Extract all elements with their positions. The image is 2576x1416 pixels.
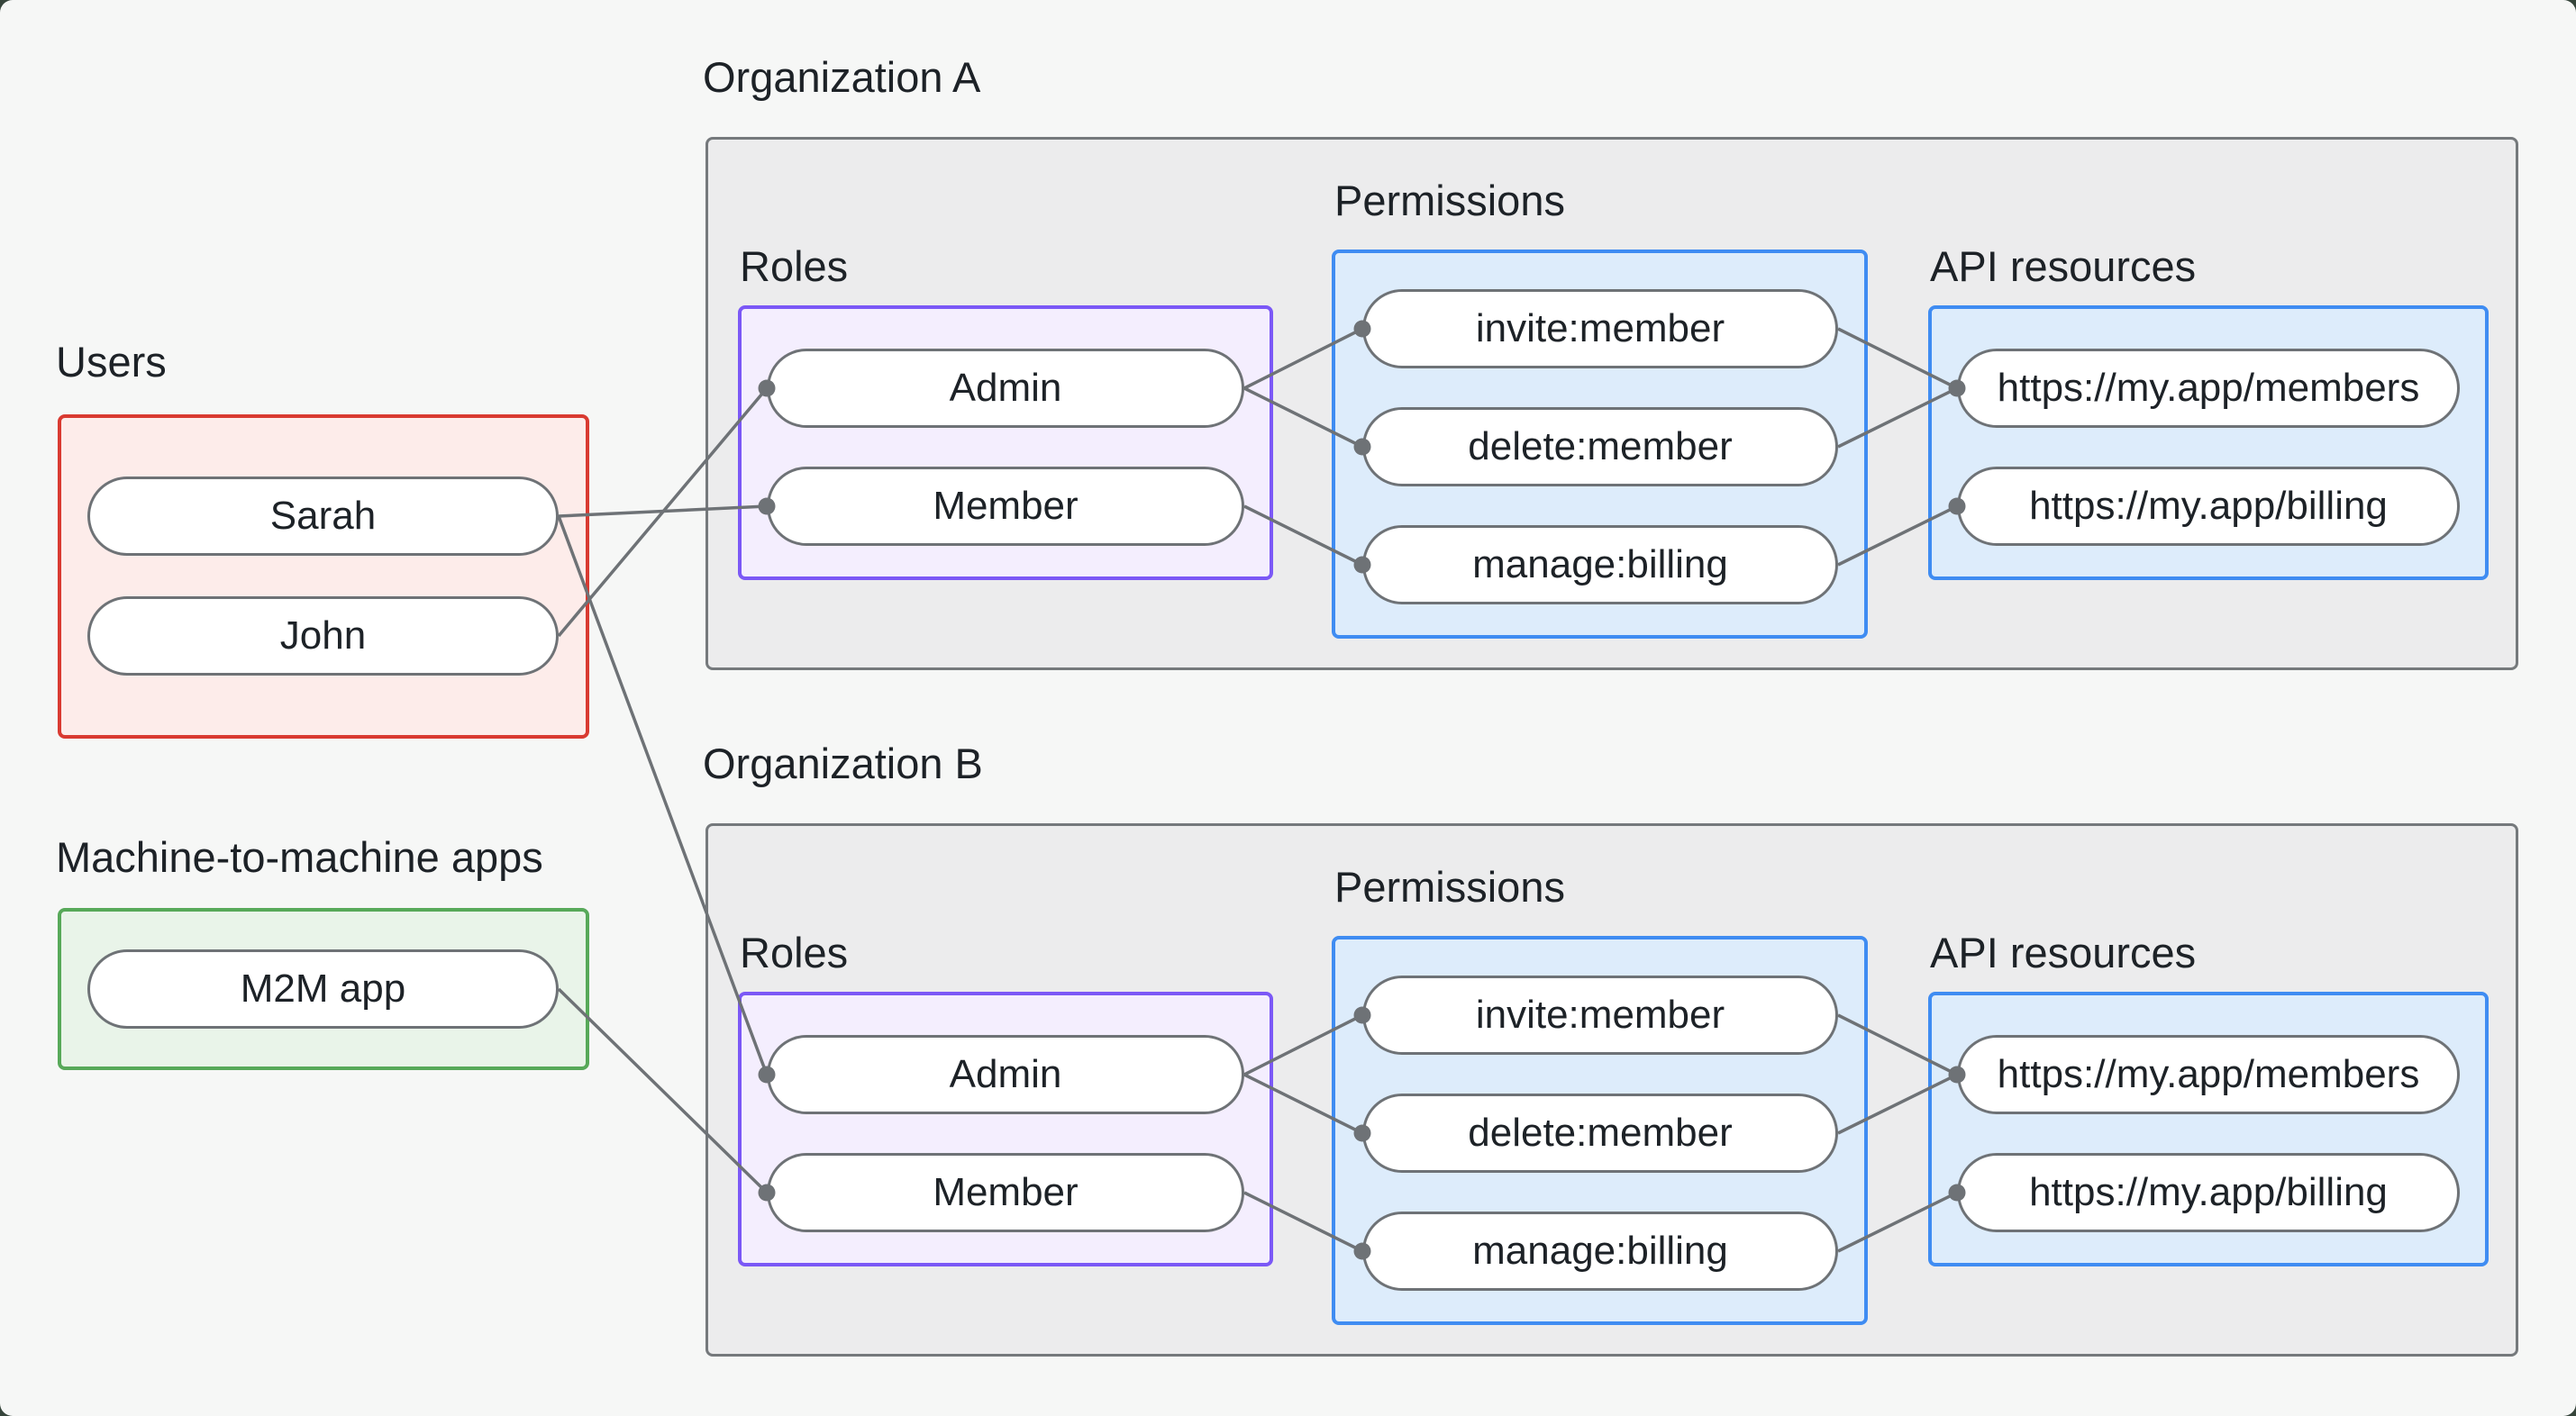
node-org-b-resource-members: https://my.app/members	[1957, 1035, 2460, 1114]
org-a-label: Organization A	[703, 53, 981, 101]
org-b-label: Organization B	[703, 740, 983, 787]
org-a-box: Roles Admin Member Permissions invite:me…	[705, 137, 2518, 670]
org-a-roles-box: Admin Member	[738, 305, 1273, 580]
org-b-box: Roles Admin Member Permissions invite:me…	[705, 823, 2518, 1357]
org-b-api-resources-label: API resources	[1930, 929, 2197, 976]
users-section-label: Users	[56, 338, 167, 386]
node-org-b-permission-manage-billing: manage:billing	[1362, 1212, 1838, 1291]
node-org-a-role-member: Member	[767, 467, 1244, 546]
node-user-john: John	[87, 596, 559, 676]
m2m-group-box: M2M app	[58, 908, 589, 1070]
org-b-roles-label: Roles	[740, 929, 849, 976]
org-a-permissions-box: invite:member delete:member manage:billi…	[1332, 250, 1868, 639]
org-a-roles-label: Roles	[740, 242, 849, 290]
org-b-permissions-box: invite:member delete:member manage:billi…	[1332, 936, 1868, 1325]
node-org-a-permission-delete-member: delete:member	[1362, 407, 1838, 486]
org-b-roles-box: Admin Member	[738, 992, 1273, 1266]
node-org-b-role-member: Member	[767, 1153, 1244, 1232]
node-user-sarah: Sarah	[87, 477, 559, 556]
node-org-a-permission-invite-member: invite:member	[1362, 289, 1838, 368]
node-org-b-permission-invite-member: invite:member	[1362, 976, 1838, 1055]
org-b-permissions-label: Permissions	[1334, 863, 1565, 911]
node-org-b-permission-delete-member: delete:member	[1362, 1094, 1838, 1173]
org-a-api-resources-box: https://my.app/members https://my.app/bi…	[1928, 305, 2489, 580]
node-org-b-role-admin: Admin	[767, 1035, 1244, 1114]
node-org-a-resource-billing: https://my.app/billing	[1957, 467, 2460, 546]
node-org-b-resource-billing: https://my.app/billing	[1957, 1153, 2460, 1232]
node-org-a-permission-manage-billing: manage:billing	[1362, 525, 1838, 604]
node-org-a-resource-members: https://my.app/members	[1957, 349, 2460, 428]
users-group-box: Sarah John	[58, 414, 589, 739]
org-a-api-resources-label: API resources	[1930, 242, 2197, 290]
m2m-section-label: Machine-to-machine apps	[56, 833, 543, 881]
org-b-api-resources-box: https://my.app/members https://my.app/bi…	[1928, 992, 2489, 1266]
node-org-a-role-admin: Admin	[767, 349, 1244, 428]
org-a-permissions-label: Permissions	[1334, 177, 1565, 224]
node-m2m-app: M2M app	[87, 949, 559, 1029]
